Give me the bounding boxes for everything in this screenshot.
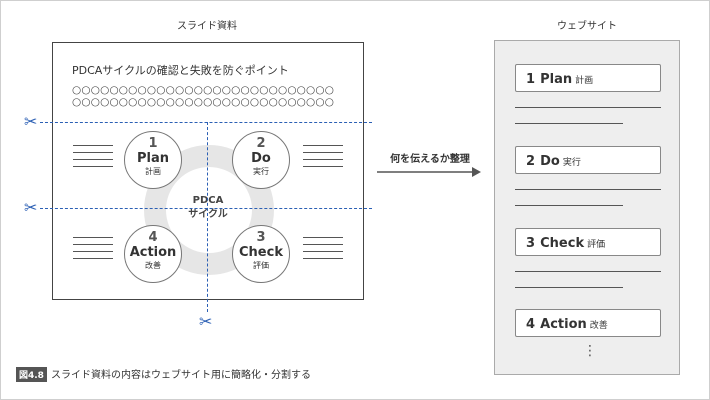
scissors-icon: ✂ [199, 312, 213, 331]
scissors-icon: ✂ [24, 112, 38, 131]
step-action-circle: 4 Action 改善 [124, 225, 182, 283]
pdca-center-label: PDCA サイクル [188, 195, 228, 220]
arrow-label: 何を伝えるか整理 [390, 154, 470, 165]
slide-text-lines-bottom-left [73, 237, 113, 265]
step-do-circle: 2 Do 実行 [232, 131, 290, 189]
figure-caption-text: スライド資料の内容はウェブサイト用に簡略化・分割する [50, 370, 311, 381]
step-check-circle: 3 Check 評価 [232, 225, 290, 283]
website-text-line [515, 287, 623, 288]
website-text-line [515, 205, 623, 206]
slide-title: PDCAサイクルの確認と失敗を防ぐポイント [72, 64, 289, 77]
slide-heading: スライド資料 [177, 21, 237, 32]
slide-dots-row-1: ○○○○○○○○○○○○○○○○○○○○○○○○○○○○ [72, 84, 335, 96]
slide-text-lines-top-left [73, 145, 113, 173]
slide-text-lines-top-right [303, 145, 343, 173]
step-plan-circle: 1 Plan 計画 [124, 131, 182, 189]
right-arrow-icon [377, 167, 481, 177]
website-text-line [515, 271, 661, 272]
website-text-line [515, 189, 661, 190]
cut-line-horizontal-2 [40, 208, 372, 209]
more-content-ellipsis: ⋮ [583, 343, 597, 359]
website-heading: ウェブサイト [557, 21, 617, 32]
scissors-icon: ✂ [24, 198, 38, 217]
website-text-line [515, 107, 661, 108]
slide-text-lines-bottom-right [303, 237, 343, 265]
cut-line-vertical [207, 122, 208, 312]
figure-number-badge: 図4.8 [16, 367, 47, 382]
website-text-line [515, 123, 623, 124]
cut-line-horizontal-1 [40, 122, 372, 123]
slide-dots-row-2: ○○○○○○○○○○○○○○○○○○○○○○○○○○○○ [72, 96, 335, 108]
